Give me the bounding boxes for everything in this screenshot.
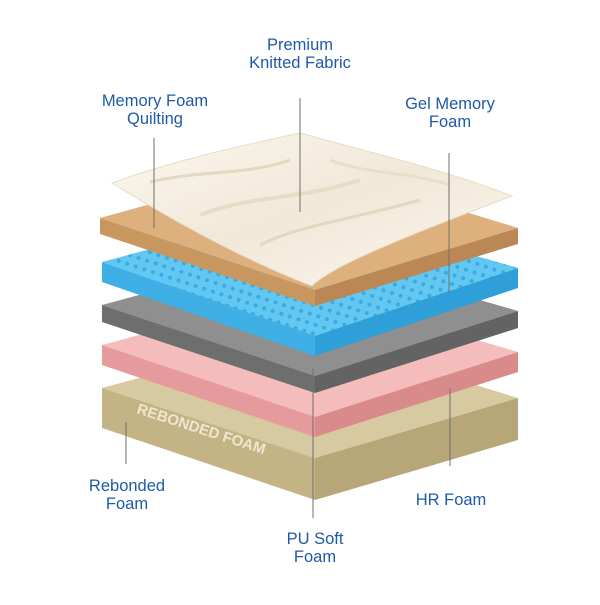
label-line: Gel Memory xyxy=(405,95,495,113)
label-line: Knitted Fabric xyxy=(249,54,351,72)
label-line: Memory Foam xyxy=(101,92,209,110)
label-memory-foam-quilting: Memory Foam Quilting xyxy=(75,92,235,128)
label-line: PU Soft xyxy=(286,530,344,548)
label-line: Premium xyxy=(266,36,333,54)
label-hr-foam: HR Foam xyxy=(396,491,506,509)
label-rebonded-foam: Rebonded Foam xyxy=(62,477,192,513)
premium-knitted-fabric-layer xyxy=(110,132,514,287)
label-line: Quilting xyxy=(127,110,183,128)
label-line: Rebonded xyxy=(88,477,166,495)
label-line: Foam xyxy=(293,548,337,566)
label-gel-memory-foam: Gel Memory Foam xyxy=(370,95,530,131)
label-premium-knitted-fabric: Premium Knitted Fabric xyxy=(220,36,380,72)
label-line: Foam xyxy=(428,113,472,131)
label-pu-soft-foam: PU Soft Foam xyxy=(260,530,370,566)
label-line: Foam xyxy=(105,495,149,513)
label-line: HR Foam xyxy=(415,491,487,509)
